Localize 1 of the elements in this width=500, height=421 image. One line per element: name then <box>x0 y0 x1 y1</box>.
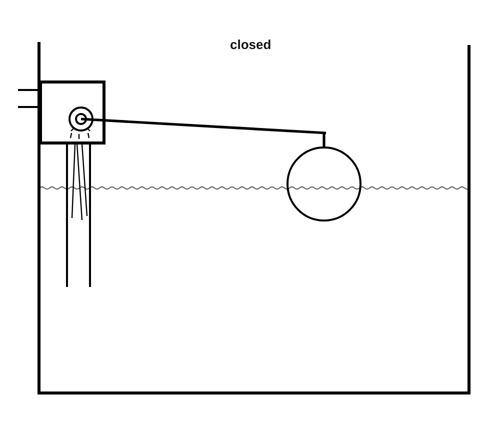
state-label: closed <box>230 37 272 52</box>
